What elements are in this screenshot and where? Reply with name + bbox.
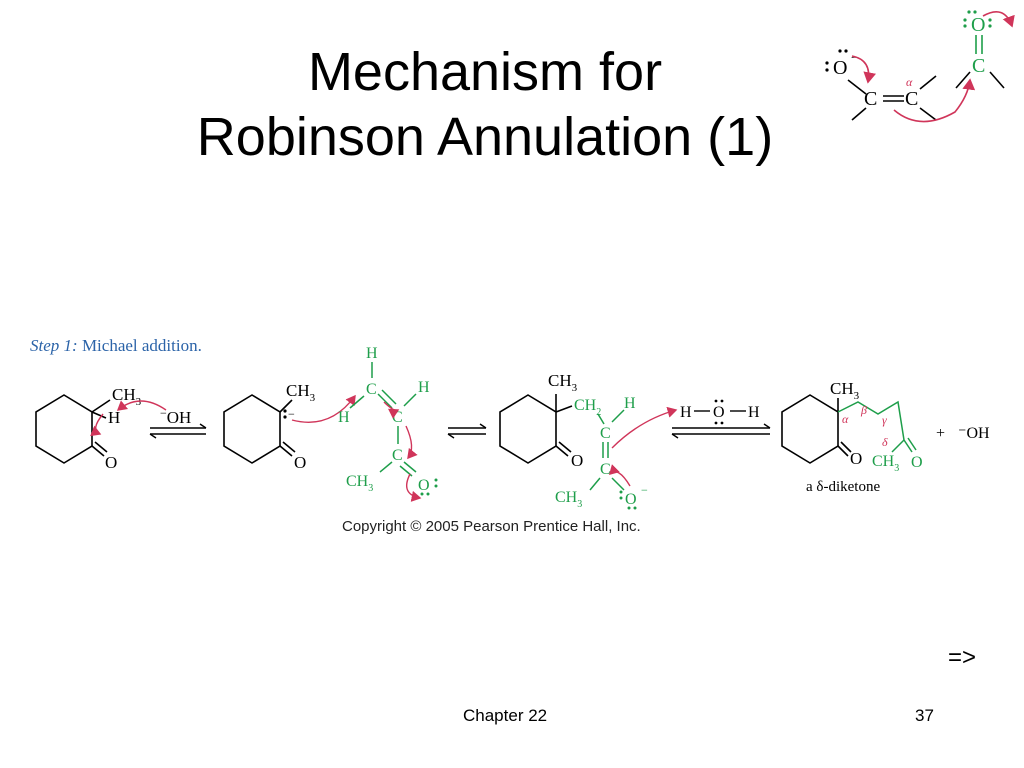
m4-beta: β <box>860 403 867 417</box>
m3-c1: C <box>600 425 611 442</box>
equilibrium-arrow-3 <box>671 423 771 439</box>
m3-minus: − <box>641 483 648 497</box>
inset-mechanism: O − C C α O C <box>825 10 1015 123</box>
m1-o: O <box>105 453 117 472</box>
inset-carbonyl-o: O <box>971 14 985 36</box>
molecule-adduct-enolate: O CH3 CH2 C H C CH3 O − <box>499 371 678 510</box>
molecule-enolate: O CH3 − <box>223 381 356 472</box>
m3-ch3-lower: CH3 <box>555 489 582 510</box>
inset-c2: C <box>905 88 918 110</box>
inset-carbonyl-c: C <box>972 55 985 77</box>
title-line-2: Robinson Annulation (1) <box>196 106 774 167</box>
water-h1: H <box>680 404 692 421</box>
m4-o-end: O <box>911 454 923 471</box>
next-slide-link[interactable]: => <box>948 644 977 671</box>
inset-alpha: α <box>906 75 913 89</box>
molecule-delta-diketone: O CH3 α β γ δ CH3 O a δ-diketone <box>781 379 923 495</box>
mvk-ch3: CH3 <box>346 473 373 494</box>
mvk-c2: C <box>392 409 403 426</box>
m3-o: O <box>571 451 583 470</box>
m4-ch3-end: CH3 <box>872 453 899 474</box>
m2-ch3: CH3 <box>286 381 316 404</box>
inset-c1: C <box>864 88 877 110</box>
m4-o: O <box>850 449 862 468</box>
slide-title: Mechanism for Robinson Annulation (1) <box>100 40 870 170</box>
m3-c2: C <box>600 461 611 478</box>
m1-hydroxide: −OH <box>160 406 191 427</box>
plus-sign: + <box>936 425 945 442</box>
molecule-methylcyclohexanone: O CH3 H −OH <box>35 385 191 472</box>
mvk-h-right: H <box>418 379 430 396</box>
m4-alpha: α <box>842 412 849 426</box>
equilibrium-arrow-2 <box>447 423 487 439</box>
water-o: O <box>713 404 725 421</box>
mvk-o: O <box>418 477 430 494</box>
equilibrium-arrow-1 <box>149 423 207 439</box>
m4-delta: δ <box>882 435 888 449</box>
mvk-c1: C <box>366 381 377 398</box>
water-h2: H <box>748 404 760 421</box>
m3-ch2: CH2 <box>574 397 601 418</box>
inset-minus-sign: − <box>851 51 859 66</box>
copyright-notice: Copyright © 2005 Pearson Prentice Hall, … <box>342 518 641 535</box>
footer-chapter: Chapter 22 <box>463 706 548 725</box>
m4-ch3: CH3 <box>830 379 860 402</box>
footer-page-number: 37 <box>915 706 934 725</box>
m3-o-minus: O <box>625 491 637 508</box>
m3-ch3: CH3 <box>548 371 578 394</box>
mvk-h-left: H <box>338 409 350 426</box>
m3-h: H <box>624 395 636 412</box>
m1-h: H <box>108 408 120 427</box>
m2-minus: − <box>288 407 295 421</box>
m4-gamma: γ <box>882 413 887 427</box>
step-label: Step 1: Michael addition. <box>30 336 202 356</box>
title-line-1: Mechanism for <box>307 42 663 102</box>
inset-o-minus: O <box>833 57 847 79</box>
water-molecule: H O H <box>680 399 760 425</box>
m1-ch3: CH3 <box>112 385 142 408</box>
molecule-methyl-vinyl-ketone: H C H C H C CH3 O <box>338 345 438 502</box>
step-number: Step 1: <box>30 336 78 355</box>
step-name: Michael addition. <box>81 336 202 355</box>
mvk-c3: C <box>392 447 403 464</box>
mvk-h-top: H <box>366 345 378 362</box>
m2-o: O <box>294 453 306 472</box>
hydroxide-product: ⁻OH <box>958 425 990 442</box>
product-caption: a δ-diketone <box>806 479 880 495</box>
